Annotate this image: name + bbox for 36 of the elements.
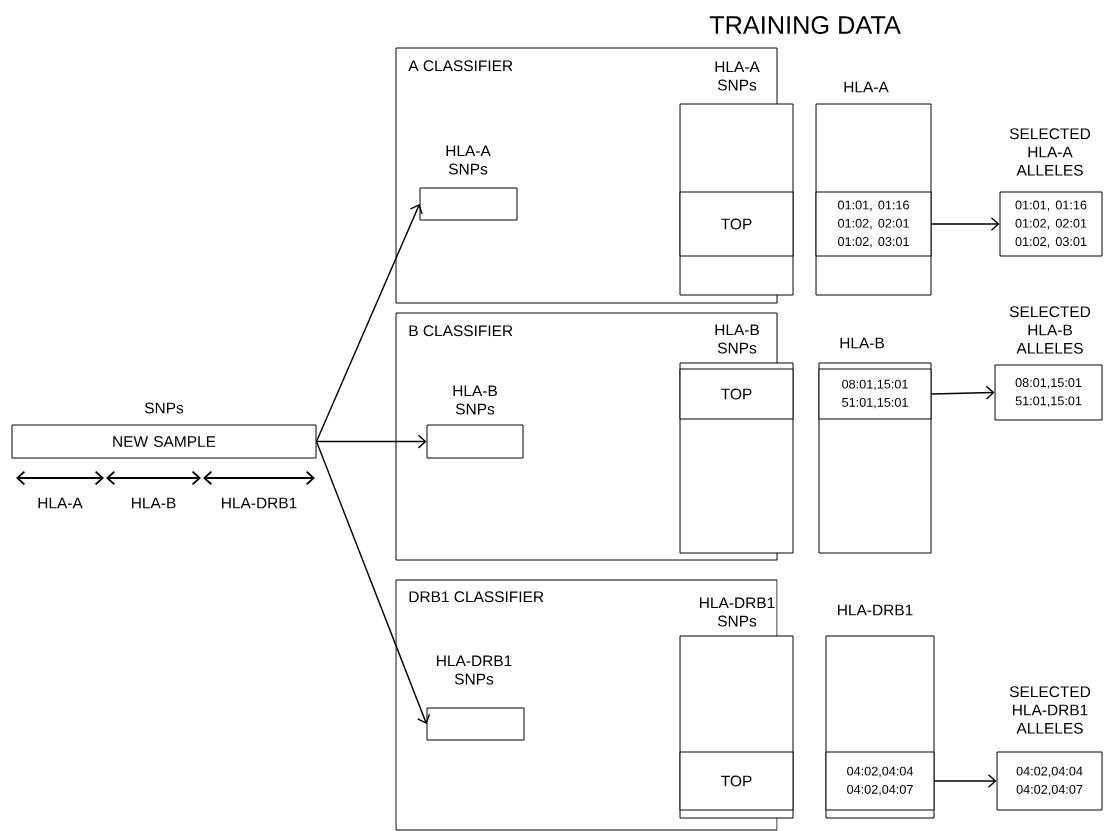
block-heading: HLA-DRB1 SNPs: [700, 597, 775, 627]
panel-label: B CLASSIFIER: [409, 325, 513, 337]
panel-label: A CLASSIFIER: [408, 60, 513, 72]
allele-band: 04:02,04:04 04:02,04:07: [825, 751, 935, 811]
top-band: TOP: [679, 191, 794, 257]
sample-bar: NEW SAMPLE: [11, 424, 317, 459]
block-heading: HLA-A: [844, 81, 889, 93]
allele-band: 08:01,15:01 51:01,15:01: [818, 368, 932, 420]
arrow: [930, 385, 995, 400]
arrow: [315, 440, 431, 724]
arrow: [315, 434, 427, 449]
block-heading: HLA-A SNPs: [446, 145, 491, 175]
block-heading: HLA-B SNPs: [715, 324, 759, 354]
top-band: TOP: [679, 751, 794, 811]
block-heading: HLA-B: [840, 337, 884, 349]
block-heading: HLA-DRB1 SNPs: [437, 655, 512, 685]
selected-alleles-box: 04:02,04:04 04:02,04:07: [996, 751, 1103, 811]
dimension-label: HLA-A: [38, 497, 83, 509]
dimension-label: HLA-DRB1: [222, 497, 297, 509]
allele-band: 01:01, 01:16 01:02, 02:01 01:02, 03:01: [815, 191, 932, 257]
arrow: [930, 216, 1000, 232]
block-heading: SNPs: [144, 402, 184, 414]
top-band: TOP: [679, 368, 794, 420]
selected-alleles-box: 01:01, 01:16 01:02, 02:01 01:02, 03:01: [999, 191, 1103, 257]
block-heading: HLA-A SNPs: [715, 61, 760, 91]
block-heading: SELECTED HLA-A ALLELES: [1009, 128, 1091, 176]
title: TRAINING DATA: [709, 16, 901, 34]
arrow: [315, 204, 423, 443]
block-heading: SELECTED HLA-DRB1 ALLELES: [1009, 686, 1091, 734]
selected-alleles-box: 08:01,15:01 51:01,15:01: [994, 364, 1103, 421]
block-heading: HLA-B SNPs: [453, 385, 497, 415]
block-heading: HLA-DRB1: [838, 604, 913, 616]
panel-label: DRB1 CLASSIFIER: [409, 591, 544, 603]
arrow: [933, 774, 997, 789]
block-heading: SELECTED HLA-B ALLELES: [1009, 306, 1091, 354]
dimension-label: HLA-B: [132, 497, 176, 509]
